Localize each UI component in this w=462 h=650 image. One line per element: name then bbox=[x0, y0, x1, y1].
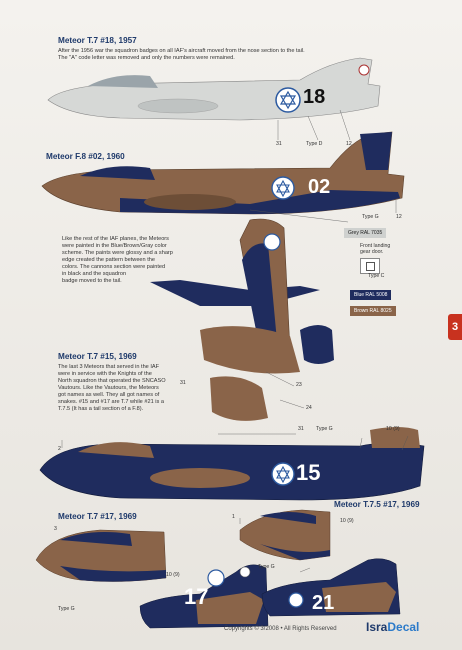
landing-gear-note: Front landing gear door. bbox=[360, 243, 390, 255]
landing-gear-type: Type C bbox=[368, 273, 385, 279]
callout: 10 (9) bbox=[340, 518, 354, 524]
meteor-planform-view bbox=[150, 218, 334, 421]
callout: 10 (9) bbox=[166, 572, 180, 578]
meteor-t75-17-nose bbox=[239, 509, 331, 561]
brown-swatch: Brown RAL 8025 bbox=[350, 306, 396, 316]
callout: Type D bbox=[306, 141, 323, 147]
callout: Type G bbox=[316, 426, 333, 432]
meteor-t7-15-profile bbox=[39, 427, 425, 501]
meteor-t7-17-nose bbox=[35, 529, 167, 582]
description-line: in black and the squadron bbox=[62, 271, 127, 277]
callout: 3 bbox=[54, 526, 57, 532]
description-line: T.7.5 (It has a tail section of a F.8). bbox=[58, 406, 144, 412]
section-title: Meteor T.7 #15, 1969 bbox=[58, 352, 137, 361]
callout: Type G bbox=[362, 214, 379, 220]
callout: 31 bbox=[180, 380, 186, 386]
description-line: were in service with the Knights of the bbox=[58, 371, 152, 377]
description-line: Vautours. Like the Vautours, the Meteors bbox=[58, 385, 159, 391]
section-title: Meteor T.7.5 #17, 1969 bbox=[334, 500, 420, 509]
description-line: edge created the pattern between the bbox=[62, 257, 155, 263]
logo-part: Isra bbox=[366, 620, 388, 634]
section-description: The last 3 Meteors that served in the IA… bbox=[58, 364, 208, 413]
description-line: snakes. #15 and #17 are T.7 while #21 is… bbox=[58, 399, 164, 405]
color-scheme-description: Like the rest of the IAF planes, the Met… bbox=[62, 236, 212, 285]
callout: 24 bbox=[306, 405, 312, 411]
description-line: scheme. The paints were glossy and a sha… bbox=[62, 250, 173, 256]
description-line: colors. The cannons section were painted bbox=[62, 264, 166, 270]
door-outline bbox=[366, 262, 375, 271]
callout: Type G bbox=[258, 564, 275, 570]
page-number-tab: 3 bbox=[448, 314, 462, 340]
callout: 23 bbox=[296, 382, 302, 388]
aircraft-number: 02 bbox=[308, 176, 331, 198]
description-line: badge moved to the tail. bbox=[62, 278, 122, 284]
section-title: Meteor T.7 #18, 1957 bbox=[58, 36, 137, 45]
aircraft-number: 17 bbox=[184, 584, 209, 609]
description-line: The last 3 Meteors that served in the IA… bbox=[58, 364, 160, 370]
landing-gear-door-diagram bbox=[360, 258, 380, 274]
description-line: The "A" code letter was removed and only… bbox=[58, 55, 235, 61]
callout: 10 (9) bbox=[386, 426, 400, 432]
section-title: Meteor F.8 #02, 1960 bbox=[46, 152, 125, 161]
meteor-t7-18-profile bbox=[47, 57, 381, 121]
section-title: Meteor T.7 #17, 1969 bbox=[58, 512, 137, 521]
description-line: After the 1956 war the squadron badges o… bbox=[58, 48, 305, 54]
aircraft-number: 15 bbox=[296, 460, 321, 485]
blue-swatch: Blue RAL 5008 bbox=[350, 290, 392, 300]
isradecal-logo: IsraDecal bbox=[366, 620, 419, 634]
description-line: were painted in the Blue/Brown/Gray colo… bbox=[62, 243, 167, 249]
aircraft-number: 21 bbox=[312, 592, 335, 614]
logo-part: Decal bbox=[387, 620, 420, 634]
aircraft-number: 18 bbox=[303, 86, 326, 108]
note-line: Front landing bbox=[360, 243, 391, 249]
grey-swatch: Grey RAL 7035 bbox=[344, 228, 387, 238]
description-line: got names as well. They all got names of bbox=[58, 392, 160, 398]
callout: 31 bbox=[276, 141, 282, 147]
meteor-t75-21-tail bbox=[261, 558, 401, 617]
description-line: Like the rest of the IAF planes, the Met… bbox=[62, 236, 169, 242]
description-line: North squadron that operated the SNCASO bbox=[58, 378, 166, 384]
meteor-t7-17-tail bbox=[139, 564, 269, 629]
callout: 2 bbox=[58, 446, 61, 452]
callout: 31 bbox=[298, 426, 304, 432]
meteor-f8-02-profile bbox=[41, 131, 405, 215]
callout: 12 bbox=[346, 141, 352, 147]
note-line: gear door. bbox=[360, 249, 384, 255]
section-description: After the 1956 war the squadron badges o… bbox=[58, 48, 378, 62]
callout: 12 bbox=[396, 214, 402, 220]
callout: Type G bbox=[58, 606, 75, 612]
copyright-notice: Copyrights © 3/2008 • All Rights Reserve… bbox=[224, 626, 337, 632]
callout: 1 bbox=[232, 514, 235, 520]
callout-leader-lines bbox=[61, 109, 409, 573]
